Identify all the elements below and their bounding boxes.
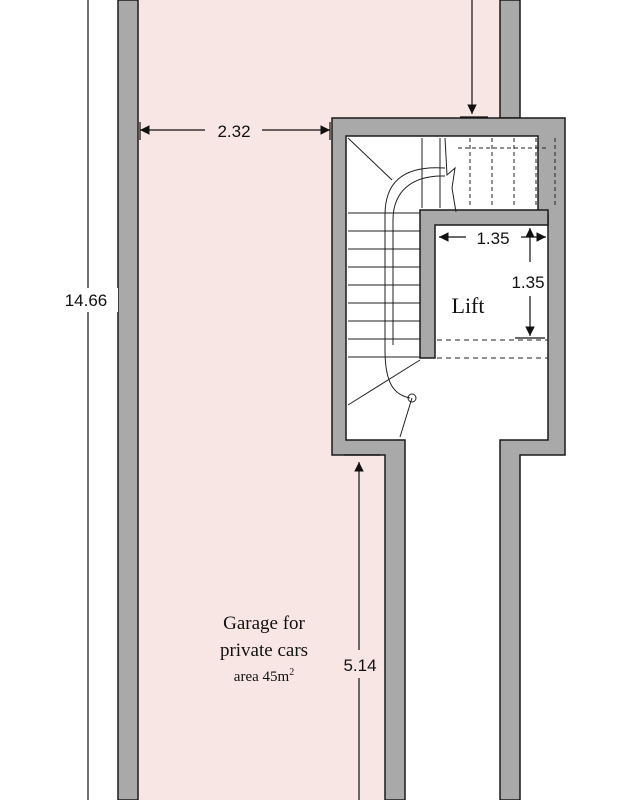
garage-label-line2: private cars <box>220 640 308 661</box>
left-wall <box>117 0 139 800</box>
staircase <box>347 137 457 438</box>
dim-garage-length: 5.14 <box>343 656 376 675</box>
lift-label: Lift <box>452 293 485 318</box>
dim-garage-width: 2.32 <box>217 122 250 141</box>
upper-right-wall <box>499 0 521 119</box>
garage-area-label: area 45m2 <box>234 667 294 685</box>
dim-lift-depth: 1.35 <box>511 273 544 292</box>
dim-total-length: 14.66 <box>65 291 108 310</box>
garage-label-line1: Garage for <box>223 613 305 634</box>
garage-floor <box>138 0 500 800</box>
dim-lift-width: 1.35 <box>476 229 509 248</box>
lift-shaft-wall <box>419 209 549 359</box>
garage-area-value: area 45m <box>234 669 290 685</box>
upper-stair-hidden-treads <box>458 138 556 208</box>
garage-area-superscript: 2 <box>289 667 294 678</box>
dim-label-bg <box>58 288 118 312</box>
walls <box>117 0 566 800</box>
garage-length-label-bg <box>335 650 381 678</box>
